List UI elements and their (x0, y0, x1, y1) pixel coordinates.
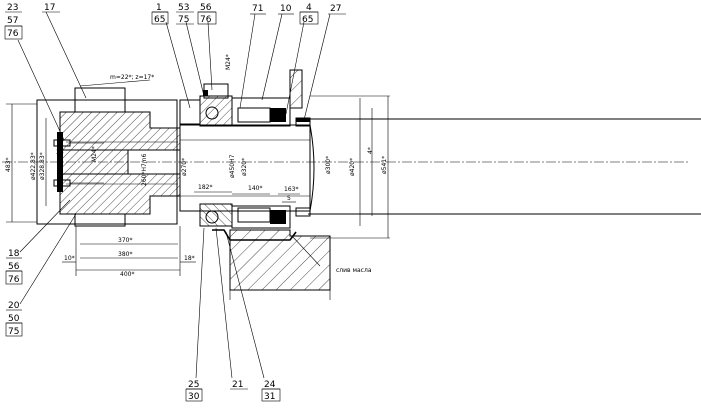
callout-text: 57 (7, 16, 18, 26)
dim-5: 5 (287, 195, 291, 202)
callout-text: 1 (156, 3, 162, 13)
gear-teeth-bottom (74, 213, 126, 227)
callout-text: 75 (8, 327, 19, 337)
dim-320: ø320* (241, 158, 248, 176)
dim-140: 140* (248, 185, 262, 192)
callout-text: 56 (200, 3, 212, 13)
right-dimensions (194, 95, 390, 239)
callout-18-56-76: 18 56 76 (5, 249, 23, 285)
callout-27: 27 (328, 4, 346, 15)
dim-m24-left: M24* (91, 146, 98, 162)
callout-text: 31 (264, 392, 275, 402)
gear-wheel (36, 87, 181, 227)
callout-23-57-76: 23 57 76 (4, 3, 23, 40)
dimension-texts: m=22*; z=17* слив масла 483* ø422,83* ø3… (5, 54, 388, 278)
callout-20-50-75: 20 50 75 (5, 301, 23, 337)
dim-420: ø420* (349, 158, 356, 176)
callout-25-30: 25 30 (185, 380, 203, 402)
dim-m24-top: M24* (225, 54, 232, 70)
dim-400: 400* (120, 271, 134, 278)
shaft-body (179, 124, 311, 212)
dim-270: ø270* (181, 158, 188, 176)
housing-upper-block (289, 69, 303, 109)
gear-teeth-top (74, 87, 126, 113)
dim-163: 163* (284, 186, 298, 193)
dim-38: 38 (56, 149, 64, 156)
dim-541: ø541* (381, 156, 388, 174)
callout-text: 4 (306, 3, 312, 13)
drain-note: слив масла (336, 267, 372, 274)
dim-4: 4* (367, 147, 374, 154)
callout-text: 76 (200, 15, 212, 25)
dim-10: 10* (64, 255, 75, 262)
dim-380: 380* (118, 251, 132, 258)
callout-4-65: 4 65 (299, 3, 319, 25)
leader-lines (17, 11, 331, 379)
callout-text: 27 (330, 4, 341, 14)
callout-text: 65 (302, 15, 313, 25)
shaft-lines (2, 118, 701, 215)
housing-block (229, 229, 331, 300)
callout-text: 21 (232, 380, 243, 390)
callout-10: 10 (278, 4, 294, 15)
dim-300: ø300* (325, 156, 332, 174)
callout-text: 76 (7, 29, 19, 39)
callout-53-75: 53 75 (176, 3, 194, 25)
dim-370: 370* (118, 237, 132, 244)
gear-params-note: m=22*; z=17* (110, 74, 154, 81)
left-dimensions (6, 103, 196, 276)
bearing-block-top (270, 108, 286, 122)
dim-260: 260*H7/n6 (141, 153, 148, 186)
bearing-bottom (237, 207, 271, 223)
dim-182: 182* (198, 184, 212, 191)
callout-text: 76 (8, 275, 20, 285)
bearing-assembly (179, 83, 311, 241)
bearing-top (237, 107, 271, 123)
dim-483: 483* (5, 158, 12, 172)
callout-text: 24 (264, 380, 276, 390)
callout-text: 17 (44, 3, 55, 13)
callout-21: 21 (230, 380, 248, 390)
dim-18: 18* (184, 255, 195, 262)
callout-71: 71 (250, 4, 266, 15)
callout-56-76: 56 76 (197, 3, 217, 25)
callout-text: 75 (178, 15, 189, 25)
dim-450: ø450H7 (229, 154, 236, 178)
callout-text: 71 (252, 4, 263, 14)
callout-text: 65 (154, 15, 165, 25)
callout-text: 23 (7, 3, 18, 13)
dim-328: ø328,83* (39, 152, 46, 180)
callout-text: 50 (8, 314, 20, 324)
bearing-block-bottom (270, 210, 286, 224)
callout-text: 53 (178, 3, 189, 13)
callout-text: 25 (188, 380, 199, 390)
dim-422: ø422,83* (30, 152, 37, 180)
gear-ring (57, 132, 63, 192)
callout-text: 30 (188, 392, 200, 402)
callout-1-65: 1 65 (151, 3, 169, 25)
callout-text: 56 (8, 262, 20, 272)
callout-text: 10 (280, 4, 292, 14)
callout-17: 17 (42, 3, 60, 13)
callout-24-31: 24 31 (261, 380, 281, 402)
callout-text: 18 (8, 249, 20, 259)
callout-text: 20 (8, 301, 20, 311)
